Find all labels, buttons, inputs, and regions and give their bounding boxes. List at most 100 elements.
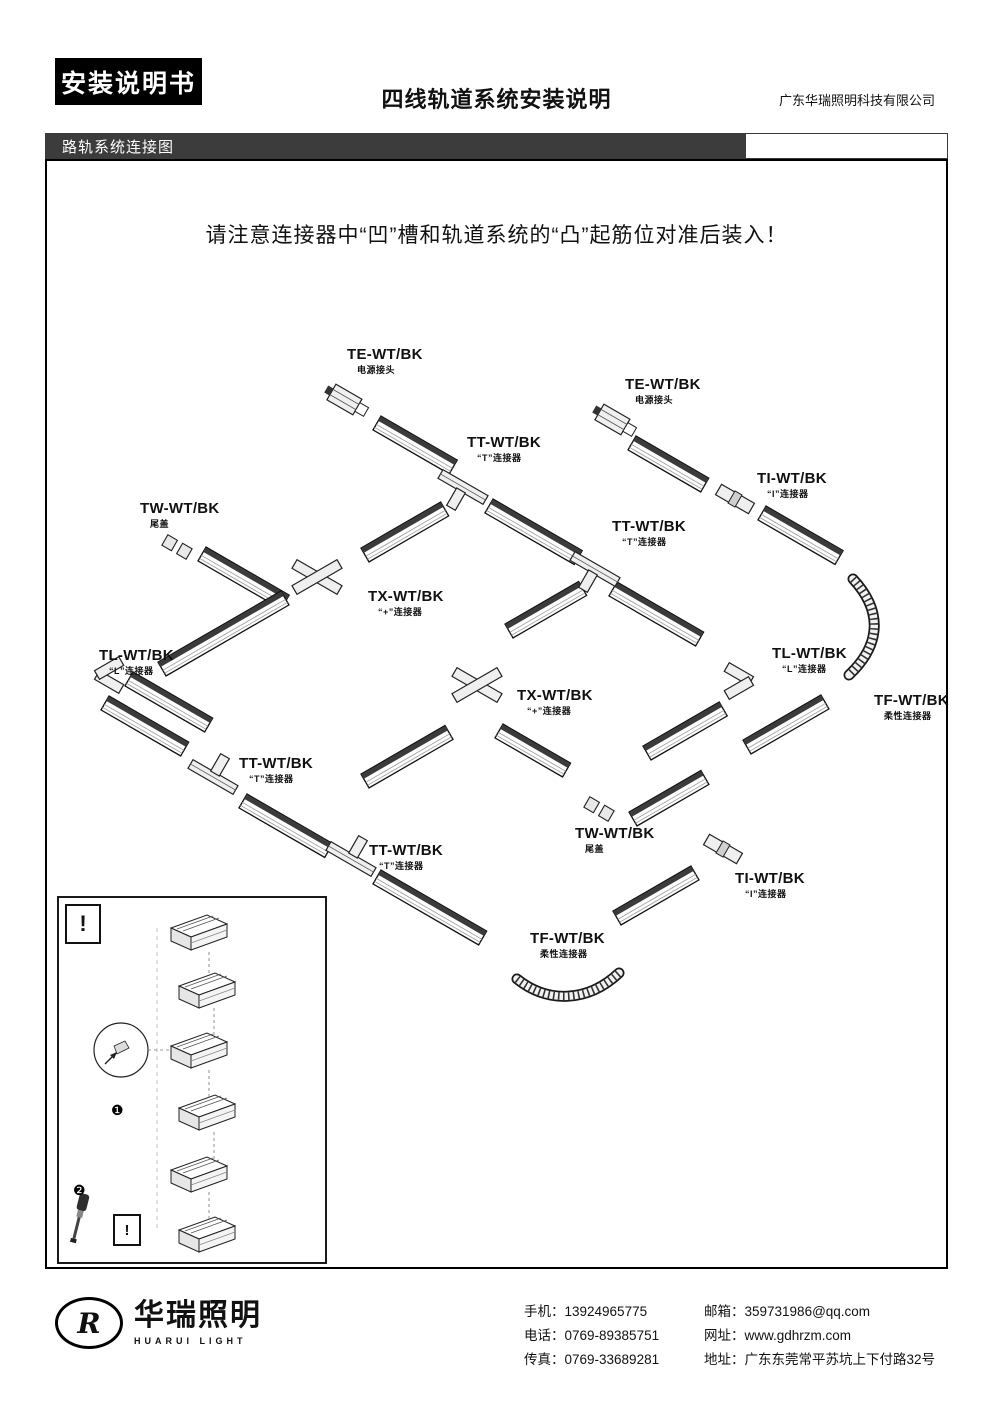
brand-name-en: HUARUI LIGHT [134, 1335, 247, 1346]
step-1-marker: ❶ [111, 1102, 124, 1118]
rail-profile-detail [170, 914, 228, 951]
contact-row: 电话：0769-89385751 [524, 1324, 659, 1348]
track-rail [504, 580, 588, 639]
contact-value: 359731986@qq.com [744, 1304, 871, 1319]
callout-circle [93, 1022, 171, 1078]
part-desc: “I”连接器 [745, 888, 787, 899]
track-rail [372, 869, 488, 946]
contact-row: 邮箱：359731986@qq.com [704, 1300, 935, 1324]
part-desc: “+”连接器 [378, 606, 423, 617]
part-label: TT-WT/BK“T”连接器 [612, 519, 686, 547]
part-label: TT-WT/BK“T”连接器 [467, 435, 541, 463]
rail-profile-detail [170, 1032, 228, 1069]
part-label: TL-WT/BK“L”连接器 [772, 646, 847, 674]
part-desc: “I”连接器 [767, 488, 809, 499]
part-desc: 柔性连接器 [540, 948, 588, 959]
part-model: TI-WT/BK [757, 470, 827, 487]
contact-label: 传真： [524, 1352, 565, 1367]
alert-icon: ! [124, 1221, 130, 1239]
contact-row: 地址：广东东莞常平苏坑上下付路32号 [704, 1348, 935, 1372]
part-desc: 尾盖 [150, 518, 170, 529]
part-label: TX-WT/BK“+”连接器 [517, 688, 593, 716]
track-rail [360, 724, 454, 789]
i-connector-glyph [702, 832, 744, 866]
power-connector-glyph [589, 400, 640, 441]
part-label: TI-WT/BK“I”连接器 [757, 471, 827, 499]
part-label: TT-WT/BK“T”连接器 [239, 756, 313, 784]
contact-row: 手机：13924965775 [524, 1300, 659, 1324]
part-label: TI-WT/BK“I”连接器 [735, 871, 805, 899]
contact-label: 地址： [704, 1352, 745, 1367]
l-connector-glyph [723, 662, 755, 700]
part-desc: 尾盖 [585, 843, 605, 854]
part-model: TW-WT/BK [575, 825, 655, 842]
track-rail [757, 505, 844, 566]
power-connector-glyph [321, 380, 372, 421]
contact-label: 网址： [704, 1328, 745, 1343]
part-model: TT-WT/BK [239, 755, 314, 772]
logo-oval: R [55, 1297, 123, 1349]
alert-box-bottom: ! [113, 1214, 141, 1246]
part-model: TF-WT/BK [530, 930, 605, 947]
rail-profile-detail [170, 1156, 228, 1193]
rail-profile-detail [178, 972, 236, 1009]
brand-text: 华瑞照明 HUARUI LIGHT [134, 1300, 262, 1346]
logo-monogram: R [77, 1306, 101, 1340]
part-desc: 电源接头 [635, 394, 674, 405]
track-rail [494, 723, 572, 778]
part-label: TT-WT/BK“T”连接器 [369, 843, 443, 871]
track-rail [100, 695, 190, 757]
track-rail [360, 501, 450, 563]
rail-profile-detail [178, 1094, 236, 1131]
inset-detail-svg [69, 914, 236, 1253]
part-model: TT-WT/BK [369, 842, 444, 859]
part-model: TT-WT/BK [467, 434, 542, 451]
flexible-connector-glyph [511, 967, 625, 1002]
contact-row: 传真：0769-33689281 [524, 1348, 659, 1372]
part-desc: “+”连接器 [527, 705, 572, 716]
track-rail [628, 769, 710, 827]
header-badge: 安装说明书 [55, 58, 202, 105]
cross-connector-glyph [451, 667, 503, 703]
part-label: TL-WT/BK“L”连接器 [99, 648, 174, 676]
part-desc: 柔性连接器 [884, 710, 932, 721]
page-title: 四线轨道系统安装说明 [381, 87, 612, 112]
inset-panel: ! ! ❶ ❷ [57, 896, 327, 1264]
track-rail [157, 590, 290, 677]
part-desc: “T”连接器 [249, 773, 294, 784]
track-rail [742, 694, 830, 755]
alert-icon: ! [79, 911, 87, 936]
rail-profile-detail [178, 1216, 236, 1253]
part-desc: “T”连接器 [477, 452, 522, 463]
company-name: 广东华瑞照明科技有限公司 [778, 93, 935, 108]
track-rail [608, 581, 705, 647]
notice-text: 请注意连接器中“凹”槽和轨道系统的“凸”起筋位对准后装入！ [205, 224, 788, 247]
part-desc: “T”连接器 [622, 536, 667, 547]
part-model: TT-WT/BK [612, 518, 687, 535]
diagram-panel: 请注意连接器中“凹”槽和轨道系统的“凸”起筋位对准后装入！ [45, 159, 949, 1269]
brand-logo: R 华瑞照明 HUARUI LIGHT [55, 1297, 262, 1349]
contact-label: 邮箱： [704, 1304, 745, 1319]
part-desc: 电源接头 [357, 364, 396, 375]
section-label: 路轨系统连接图 [62, 138, 175, 156]
contact-value: 13924965775 [564, 1304, 648, 1319]
contact-value: www.gdhrzm.com [744, 1328, 852, 1343]
track-rail [372, 415, 459, 475]
part-model: TX-WT/BK [368, 588, 444, 605]
screwdriver-icon [69, 1193, 90, 1244]
alert-box-top: ! [65, 904, 101, 944]
part-model: TL-WT/BK [772, 645, 847, 662]
part-model: TW-WT/BK [140, 500, 220, 517]
track-rail [627, 435, 710, 493]
contact-value: 广东东莞常平苏坑上下付路32号 [744, 1352, 936, 1367]
contact-list-right: 邮箱：359731986@qq.com 网址：www.gdhrzm.com 地址… [704, 1300, 935, 1372]
contact-value: 0769-33689281 [564, 1352, 660, 1367]
track-rail [124, 671, 214, 733]
